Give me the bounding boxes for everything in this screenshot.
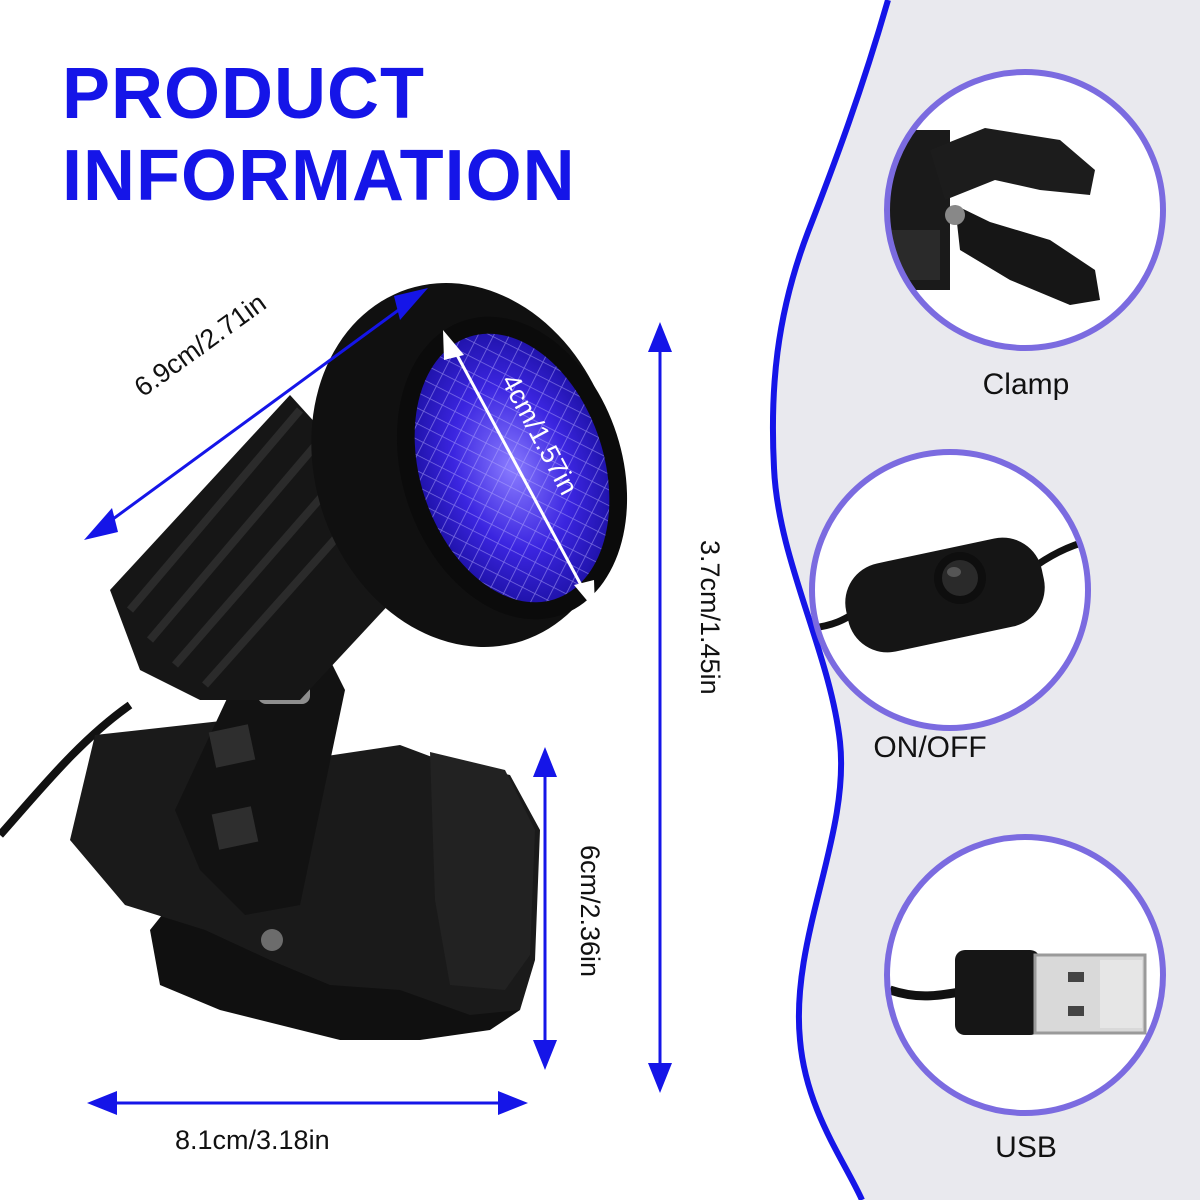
feature-label-usb: USB [995,1131,1057,1164]
dimension-arrows [84,288,672,1115]
feature-label-on-off: ON/OFF [873,731,987,764]
dim-total-height: 3.7cm/1.45in [695,540,725,695]
dim-clip-height: 6cm/2.36in [575,845,605,978]
uv-lamp-illustration [0,283,628,1040]
usb-plug-icon [884,834,1166,1116]
dim-clip-width: 8.1cm/3.18in [175,1125,330,1155]
feature-label-clamp: Clamp [982,368,1070,401]
page-title-line-2: INFORMATION [62,136,576,216]
wave-border [769,0,891,1200]
page-title-line-1: PRODUCT [62,54,425,134]
clamp-icon [884,69,1166,351]
switch-icon [809,449,1091,731]
